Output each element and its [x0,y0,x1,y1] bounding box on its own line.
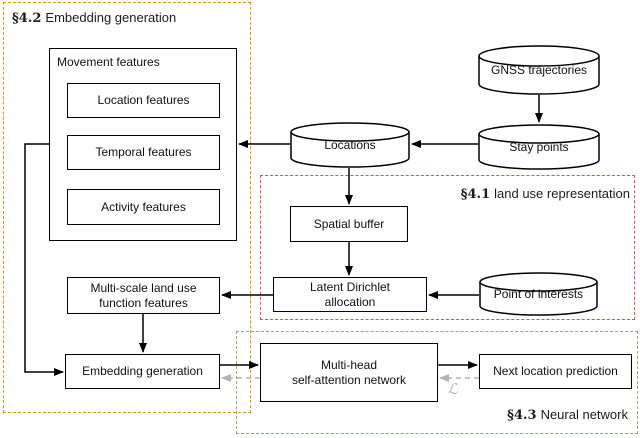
node-latent-dirichlet-allocation-label: Latent Dirichlet allocation [309,279,391,309]
section-title-4-1: land use representation [494,186,630,201]
node-spatial-buffer: Spatial buffer [290,206,408,242]
node-multi-head-self-attention-network-label: Multi-head self-attention network [291,357,407,387]
node-next-location-prediction: Next location prediction [479,354,632,389]
node-stay-points: Stay points [478,124,600,170]
node-movement-features-label: Movement features [57,55,160,69]
section-title-4-2: Embedding generation [45,10,177,25]
node-point-of-interests: Point of interests [479,272,598,316]
node-location-features-label: Location features [97,93,190,107]
node-embedding-generation-label: Embedding generation [82,364,203,378]
node-spatial-buffer-label: Spatial buffer [313,216,385,231]
arrow-movement-features-to-embedding [24,143,64,376]
node-multi-scale-land-use-features-label: Multi-scale land use function features [90,280,197,310]
node-temporal-features-label: Temporal features [95,145,192,159]
node-location-features: Location features [67,83,220,118]
node-locations-label: Locations [324,138,376,152]
section-number-4-2: §4.2 [12,11,42,26]
region-embedding-generation [3,2,251,413]
cylinder-icon [478,124,600,170]
node-multi-scale-land-use-features: Multi-scale land use function features [67,277,220,314]
section-title-4-3: Neural network [540,407,628,422]
node-gnss-trajectories: GNSS trajectories [478,45,600,95]
node-next-location-prediction-label: Next location prediction [493,364,618,378]
node-temporal-features: Temporal features [67,135,220,170]
node-gnss-trajectories-label: GNSS trajectories [490,63,588,77]
node-latent-dirichlet-allocation: Latent Dirichlet allocation [273,277,427,312]
node-activity-features-label: Activity features [101,199,186,214]
node-multi-head-self-attention-network: Multi-head self-attention network [260,343,438,402]
section-number-4-1: §4.1 [460,187,491,202]
loss-symbol: ℒ [447,380,458,398]
node-activity-features: Activity features [67,189,220,225]
region-neural-network [236,331,638,434]
node-locations: Locations [290,122,410,168]
cylinder-icon [478,45,600,95]
cylinder-icon [290,122,410,168]
node-stay-points-label: Stay points [509,140,569,154]
section-number-4-3: §4.3 [507,408,537,423]
node-embedding-generation: Embedding generation [65,354,220,389]
cylinder-icon [479,272,598,316]
node-point-of-interests-label: Point of interests [493,287,584,301]
region-land-use-representation [260,175,635,320]
